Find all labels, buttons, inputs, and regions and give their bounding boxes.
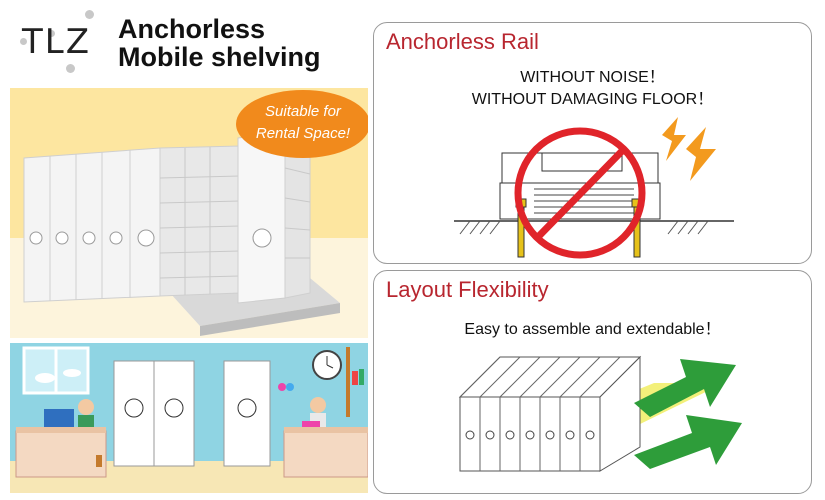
rail-diagram <box>454 117 734 259</box>
panel-title: Layout Flexibility <box>386 277 549 302</box>
office-scene-image <box>10 343 368 493</box>
feature-line: WITHOUT NOISE！ <box>520 69 665 86</box>
shelving-photo: Suitable for Rental Space! <box>10 88 368 338</box>
office-illustration <box>10 343 368 493</box>
anchorless-rail-panel: Anchorless Rail WITHOUT NOISE！ WITHOUT D… <box>373 22 812 264</box>
arrow-icon <box>634 415 742 469</box>
page-title-line2: Mobile shelving <box>118 42 321 72</box>
badge-line1: Suitable for <box>265 103 341 120</box>
mobile-shelving-image <box>23 131 340 336</box>
badge-line2: Rental Space! <box>255 125 351 142</box>
logo-dot <box>48 30 55 37</box>
logo-dot <box>20 38 27 45</box>
logo-dot <box>66 64 75 73</box>
logo: TLZ <box>22 22 92 62</box>
lightning-icon <box>686 127 716 181</box>
layout-flexibility-panel: Layout Flexibility Easy to assemble and … <box>373 270 812 494</box>
arrow-icon <box>634 359 736 417</box>
feature-line: WITHOUT DAMAGING FLOOR！ <box>471 91 714 108</box>
lightning-icon <box>662 117 686 161</box>
rental-space-badge: Suitable for Rental Space! <box>236 90 368 158</box>
feature-line: Easy to assemble and extendable！ <box>464 321 721 338</box>
brand-header: TLZ Anchorless Mobile shelving <box>0 0 370 88</box>
panel-title: Anchorless Rail <box>386 29 539 54</box>
layout-diagram <box>458 355 742 472</box>
page-title-line1: Anchorless <box>118 14 266 44</box>
logo-dot <box>85 10 94 19</box>
